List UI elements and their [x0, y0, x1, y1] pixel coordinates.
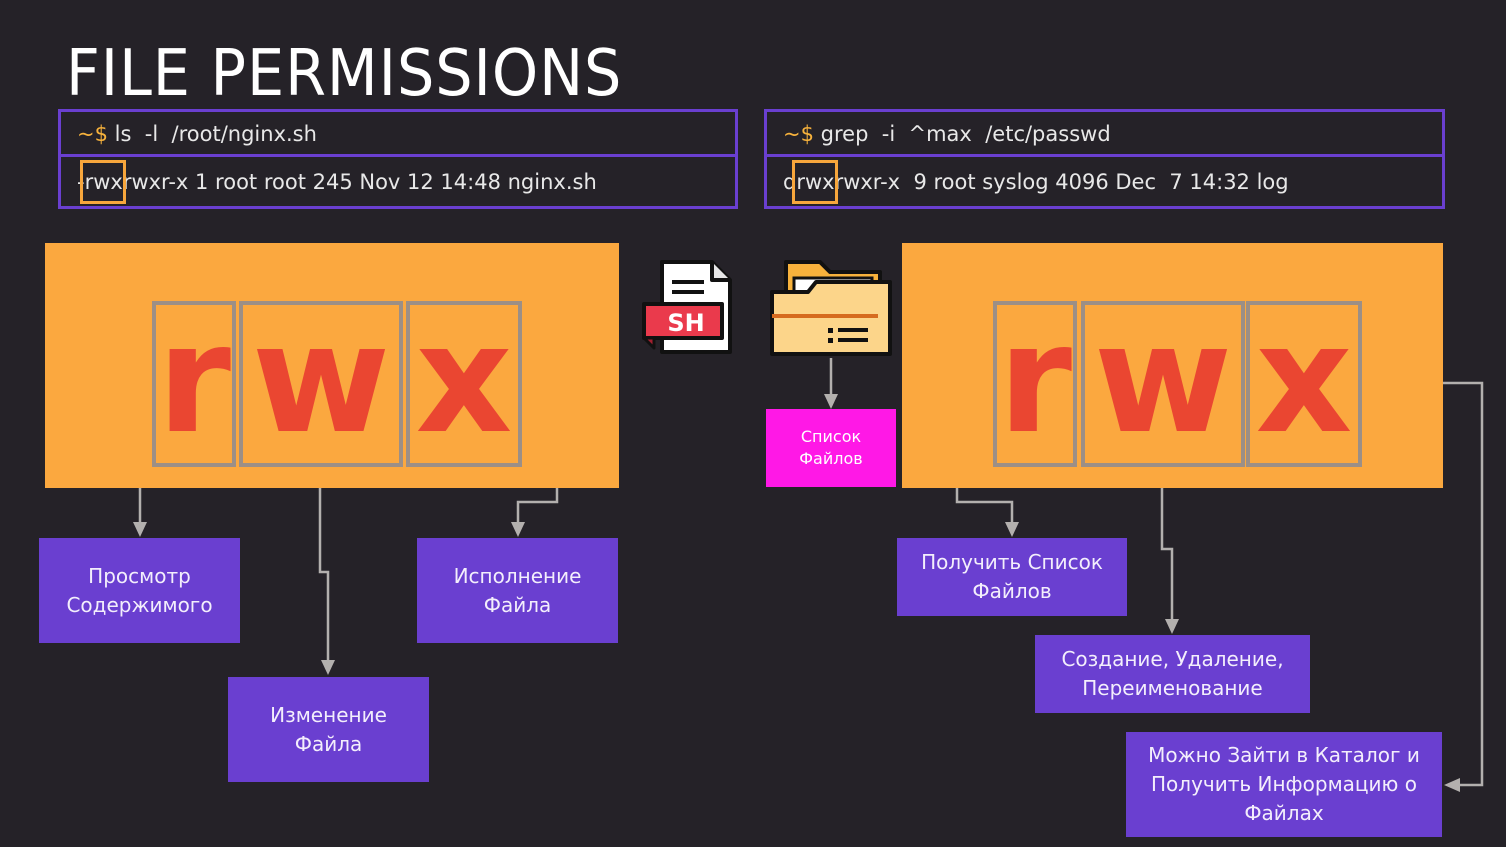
right-perm-x: x	[1246, 301, 1362, 467]
right-perm-r: r	[993, 301, 1077, 467]
page-title: FILE PERMISSIONS	[66, 37, 623, 111]
label-enter-directory: Можно Зайти в Каталог и Получить Информа…	[1126, 732, 1442, 837]
right-command: grep -i ^max /etc/passwd	[813, 122, 1111, 146]
label-edit-file-text: Изменение Файла	[270, 702, 387, 756]
label-create-delete-rename-text: Создание, Удаление, Переименование	[1061, 647, 1284, 700]
label-list-files: Получить Список Файлов	[897, 538, 1127, 616]
folder-list-label: Список Файлов	[766, 409, 896, 487]
left-command-line: ~$ ls -l /root/nginx.sh	[61, 112, 735, 157]
label-edit-file: Изменение Файла	[228, 677, 429, 782]
left-perm-w: w	[239, 301, 403, 467]
left-permission-panel: r w x	[45, 243, 619, 488]
label-enter-directory-text: Можно Зайти в Каталог и Получить Информа…	[1148, 743, 1420, 825]
label-view-content: Просмотр Содержимого	[39, 538, 240, 643]
right-output-line: drwxrwxr-x 9 root syslog 4096 Dec 7 14:3…	[783, 170, 1289, 194]
right-terminal: ~$ grep -i ^max /etc/passwd drwxrwxr-x 9…	[764, 109, 1445, 209]
left-prompt: ~$	[77, 122, 108, 146]
folder-list-text: Список Файлов	[799, 426, 863, 468]
left-user-perm-highlight	[80, 160, 126, 204]
left-output-line: -rwxrwxr-x 1 root root 245 Nov 12 14:48 …	[77, 170, 597, 194]
left-perm-r: r	[152, 301, 236, 467]
right-user-perm-highlight	[792, 160, 838, 204]
label-execute-file-text: Исполнение Файла	[453, 563, 582, 617]
left-terminal: ~$ ls -l /root/nginx.sh -rwxrwxr-x 1 roo…	[58, 109, 738, 209]
left-perm-x: x	[406, 301, 522, 467]
sh-file-icon: SH	[642, 260, 732, 354]
right-permission-panel: r w x	[902, 243, 1443, 488]
label-view-content-text: Просмотр Содержимого	[66, 563, 213, 617]
label-create-delete-rename: Создание, Удаление, Переименование	[1035, 635, 1310, 713]
right-command-line: ~$ grep -i ^max /etc/passwd	[767, 112, 1442, 157]
label-execute-file: Исполнение Файла	[417, 538, 618, 643]
right-perm-w: w	[1081, 301, 1245, 467]
left-command: ls -l /root/nginx.sh	[107, 122, 317, 146]
sh-file-icon-text: SH	[667, 309, 704, 337]
folder-icon	[770, 260, 892, 356]
right-prompt: ~$	[783, 122, 814, 146]
label-list-files-text: Получить Список Файлов	[921, 550, 1103, 603]
